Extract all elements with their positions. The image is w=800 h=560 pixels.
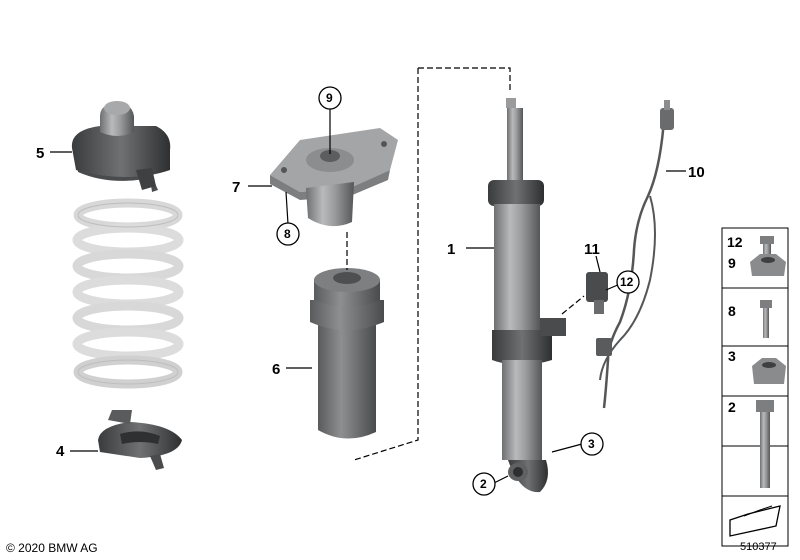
- callout-11: 11: [584, 241, 600, 258]
- direction-arrow-icon: [721, 495, 789, 547]
- callout-8: 8: [284, 227, 291, 241]
- shock-absorber: [488, 98, 566, 493]
- callout-10: 10: [688, 164, 705, 181]
- side-label-2: 2: [728, 399, 736, 415]
- side-label-12: 12: [727, 234, 743, 250]
- side-label-3: 3: [728, 348, 736, 364]
- side-label-8: 8: [728, 303, 736, 319]
- callout-7: 7: [232, 179, 240, 196]
- callout-5: 5: [36, 145, 44, 162]
- coil-spring: [72, 198, 184, 389]
- bolt-12-icon: [760, 236, 774, 262]
- bolt-2-icon: [756, 400, 774, 488]
- upper-spring-pad: [71, 101, 171, 192]
- callout-9: 9: [326, 91, 333, 105]
- callout-labels: 1 4 5 6 7 10 11: [36, 145, 705, 460]
- callout-6: 6: [272, 361, 280, 378]
- side-panel: 12 9 8 3 2: [721, 227, 789, 547]
- callout-4: 4: [56, 443, 65, 460]
- support-bearing: [270, 128, 398, 227]
- bolt-8-icon: [760, 300, 772, 338]
- nut-9-icon: [750, 254, 786, 276]
- diagram-id: 510377: [740, 541, 777, 553]
- callout-3: 3: [588, 437, 595, 451]
- nut-3-icon: [752, 358, 786, 384]
- circled-callouts: 9 8 2 3 12: [276, 86, 640, 496]
- lower-spring-pad: [98, 410, 182, 470]
- protection-tube: [310, 268, 384, 439]
- side-label-9: 9: [728, 255, 736, 271]
- assembly-dashed-line: [346, 67, 585, 461]
- callout-2: 2: [480, 477, 487, 491]
- copyright-text: © 2020 BMW AG: [6, 541, 98, 555]
- callout-1: 1: [447, 241, 455, 258]
- callout-12: 12: [620, 275, 634, 289]
